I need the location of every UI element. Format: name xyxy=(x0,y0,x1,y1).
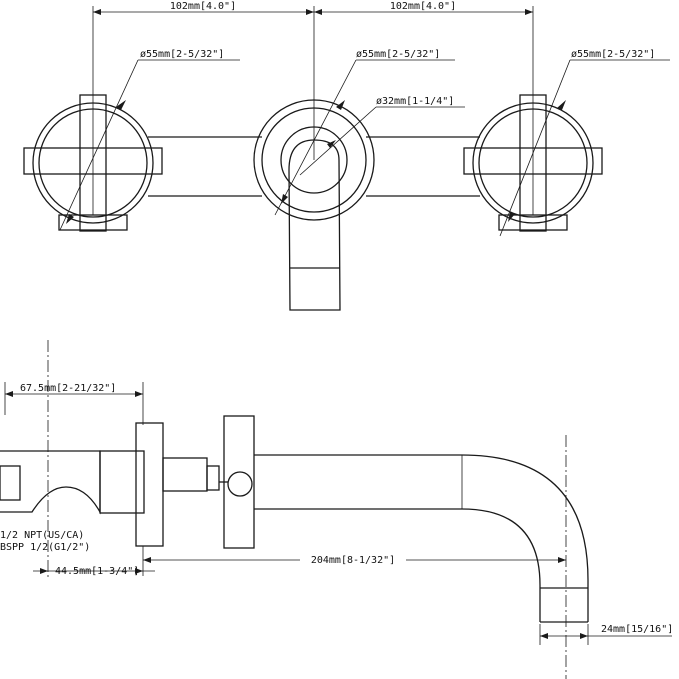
center-plate-diameter-label: ø55mm[2-5/32"] xyxy=(356,49,440,60)
valve-body-side-view xyxy=(0,415,255,549)
spout-outlet-label: 24mm[15/16"] xyxy=(601,624,673,635)
spout-plate-top-view xyxy=(253,99,375,311)
top-left-spacing-label: 102mm[4.0"] xyxy=(170,1,236,12)
left-handle-diameter-label: ø55mm[2-5/32"] xyxy=(140,49,224,60)
spout-reach-label: 204mm[8-1/32"] xyxy=(311,555,395,566)
side-view: 67.5mm[2-21/32"] 1/2 NPT(US/CA) BSPP 1/2… xyxy=(0,340,673,679)
spout-diameter-label: ø32mm[1-1/4"] xyxy=(376,96,454,107)
npt-thread-label: 1/2 NPT(US/CA) xyxy=(0,530,84,541)
bspp-thread-label: BSPP 1/2(G1/2") xyxy=(0,542,90,553)
top-view: 102mm[4.0"] 102mm[4.0"] xyxy=(23,1,670,311)
top-right-spacing-label: 102mm[4.0"] xyxy=(390,1,456,12)
spout-side-view xyxy=(254,454,589,623)
valve-depth-label: 44.5mm[1-3/4"] xyxy=(55,566,139,577)
left-handle-top-view xyxy=(23,94,163,232)
right-handle-diameter-label: ø55mm[2-5/32"] xyxy=(571,49,655,60)
right-handle-top-view xyxy=(463,94,603,232)
wall-depth-label: 67.5mm[2-21/32"] xyxy=(20,383,116,394)
